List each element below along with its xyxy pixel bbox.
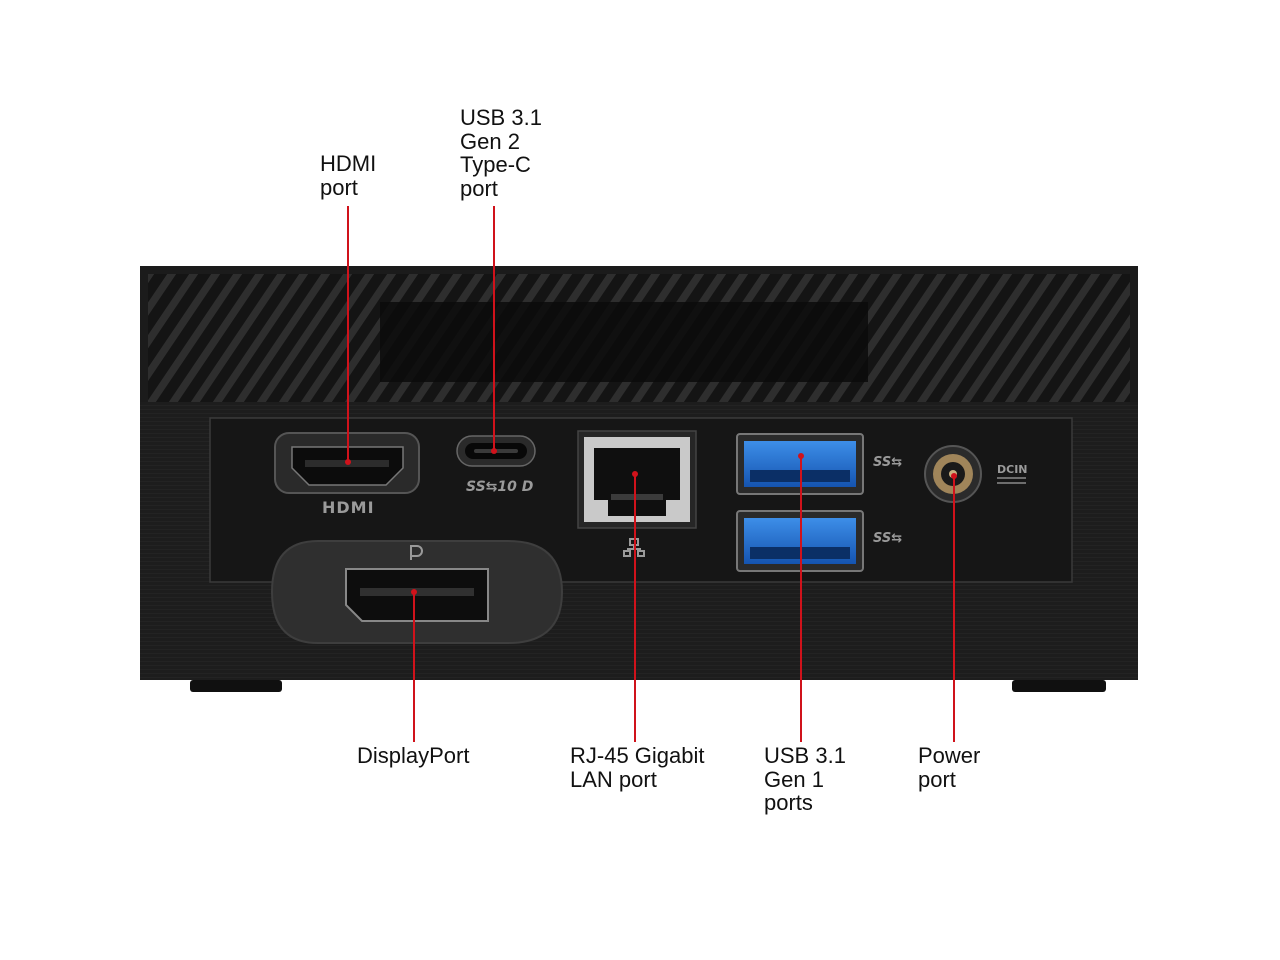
usbc-leader-dot	[491, 448, 497, 454]
hdmi-leader-line	[347, 206, 349, 462]
right-foot	[1012, 680, 1106, 692]
dcin-underline	[997, 477, 1026, 484]
left-foot	[190, 680, 282, 692]
usba-leader-line	[800, 456, 802, 742]
dcin-marking: DCIN	[997, 463, 1028, 476]
lan-leader-line	[634, 474, 636, 742]
displayport-callout-label: DisplayPort	[357, 743, 470, 768]
displayport-leader-line	[413, 592, 415, 742]
power-leader-dot	[951, 473, 957, 479]
rj45-port-icon	[577, 430, 697, 529]
usba-callout-label: USB 3.1 Gen 1 ports	[764, 743, 846, 815]
hdmi-callout-label: HDMI port	[320, 151, 377, 200]
displayport-port-icon	[270, 540, 564, 644]
lan-callout-label: RJ-45 Gigabit LAN port	[570, 743, 705, 792]
usba-logo-marking-top: SS⇆	[873, 455, 903, 470]
usbc-callout-label: USB 3.1 Gen 2 Type-C port	[460, 105, 542, 201]
usba-logo-marking-bottom: SS⇆	[873, 531, 903, 546]
usbc-logo-marking: SS⇆10 D	[466, 479, 534, 495]
power-leader-line	[953, 476, 955, 742]
power-callout-label: Power port	[918, 743, 981, 792]
lan-leader-dot	[632, 471, 638, 477]
displayport-logo-icon	[410, 545, 423, 560]
usba-leader-dot	[798, 453, 804, 459]
usbc-leader-line	[493, 206, 495, 452]
hdmi-marking: HDMI	[322, 498, 375, 517]
displayport-leader-dot	[411, 589, 417, 595]
hdmi-leader-dot	[345, 459, 351, 465]
